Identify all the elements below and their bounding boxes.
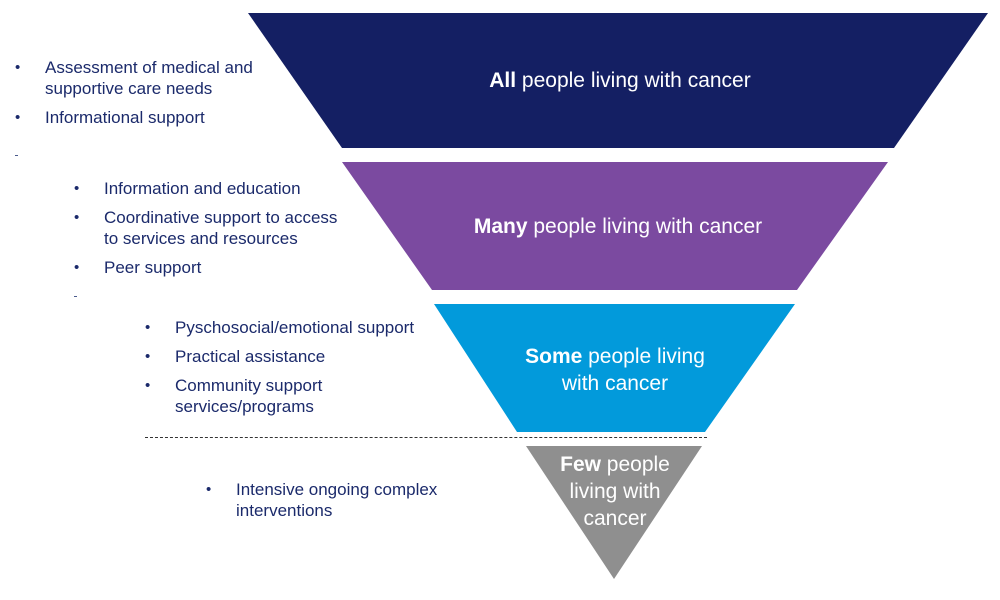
- list-item: Practical assistance: [145, 346, 445, 367]
- list-item: Community support services/programs: [145, 375, 345, 417]
- list-item: Informational support: [15, 107, 265, 128]
- tier-all-text: people living with cancer: [516, 69, 751, 92]
- tier-few-list: Intensive ongoing complex interventions: [206, 479, 466, 529]
- tier-some-list: Pyschosocial/emotional support Practical…: [145, 317, 445, 425]
- dashed-divider: [145, 437, 707, 438]
- tier-few-label: Few people living with cancer: [545, 451, 685, 532]
- tier-all-shape: [248, 13, 988, 148]
- tier-many-bold: Many: [473, 215, 528, 238]
- tier-some-label: Some people living with cancer: [510, 343, 720, 397]
- tier-all-bold: All: [489, 69, 517, 92]
- tier-some-text: people living with cancer: [561, 345, 705, 395]
- list-item: Peer support: [74, 257, 344, 278]
- tier-many-label: Many people living with cancer: [418, 213, 818, 240]
- tier-all-label: All people living with cancer: [420, 67, 820, 94]
- list-item: Intensive ongoing complex interventions: [206, 479, 466, 521]
- tier-many-list: Information and education Coordinative s…: [74, 178, 344, 286]
- tier-few-text: people living with cancer: [569, 453, 670, 530]
- separator-tick: [15, 155, 18, 156]
- tier-few-bold: Few: [560, 453, 601, 476]
- tier-many-shape: [342, 162, 888, 290]
- tier-few-shape: [526, 446, 702, 579]
- tier-some-shape: [434, 304, 795, 432]
- tier-many-text: people living with cancer: [527, 215, 763, 238]
- separator-tick: [74, 296, 77, 297]
- list-item: Pyschosocial/emotional support: [145, 317, 445, 338]
- list-item: Coordinative support to access to servic…: [74, 207, 344, 249]
- tier-some-bold: Some: [525, 345, 583, 368]
- list-item: Assessment of medical and supportive car…: [15, 57, 265, 99]
- tier-all-list: Assessment of medical and supportive car…: [15, 57, 265, 136]
- list-item: Information and education: [74, 178, 344, 199]
